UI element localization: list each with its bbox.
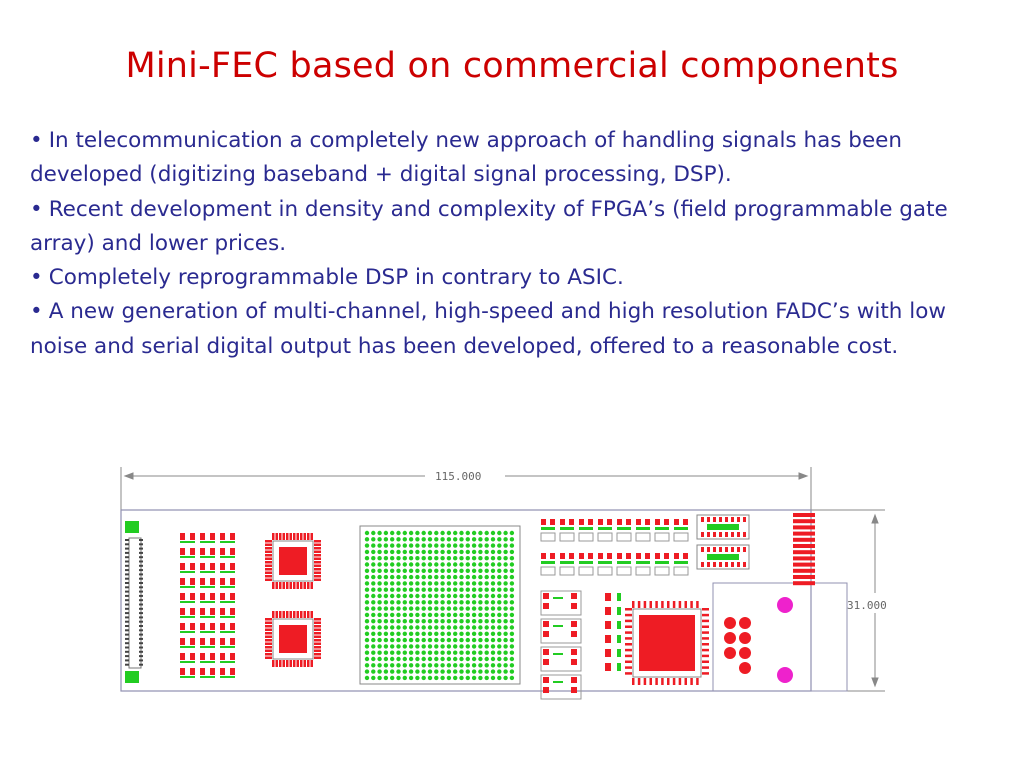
width-dimension	[120, 467, 812, 511]
bullet-icon: •	[30, 196, 43, 222]
slide-title: Mini-FEC based on commercial components	[125, 46, 899, 86]
bga-fpga	[359, 525, 521, 685]
width-label: 115.000	[435, 470, 481, 483]
edge-connector	[125, 521, 143, 683]
qfp-chip-2	[265, 611, 321, 667]
height-dimension	[810, 509, 885, 692]
bullet-text: In telecommunication a completely new ap…	[30, 128, 903, 188]
pin-header	[793, 513, 815, 586]
pcb-board-drawing: 115.000 31.000	[120, 467, 887, 700]
board-outline	[120, 509, 812, 692]
bullet-text: Completely reprogrammable DSP in contrar…	[48, 265, 624, 291]
bullet-item: •Recent development in density and compl…	[30, 193, 990, 262]
mounting-hole	[777, 667, 793, 683]
bullet-item: •In telecommunication a completely new a…	[30, 124, 990, 193]
qfp-chip-3	[625, 601, 709, 685]
right-side-components	[540, 514, 750, 700]
connector-pads	[724, 617, 751, 674]
bullet-text: Recent development in density and comple…	[30, 196, 948, 256]
bullet-icon: •	[30, 265, 43, 291]
qfp-chip-1	[265, 533, 321, 589]
connector-outline	[712, 582, 848, 692]
bullet-text: A new generation of multi-channel, high-…	[30, 299, 946, 359]
bullet-icon: •	[30, 299, 43, 325]
bullet-list: •In telecommunication a completely new a…	[30, 124, 990, 364]
bullet-icon: •	[30, 128, 43, 153]
passive-component-grid	[180, 533, 235, 678]
bullet-item: •Completely reprogrammable DSP in contra…	[30, 261, 990, 295]
height-label: 31.000	[847, 599, 887, 612]
bullet-item: •A new generation of multi-channel, high…	[30, 295, 990, 364]
mounting-hole	[777, 597, 793, 613]
